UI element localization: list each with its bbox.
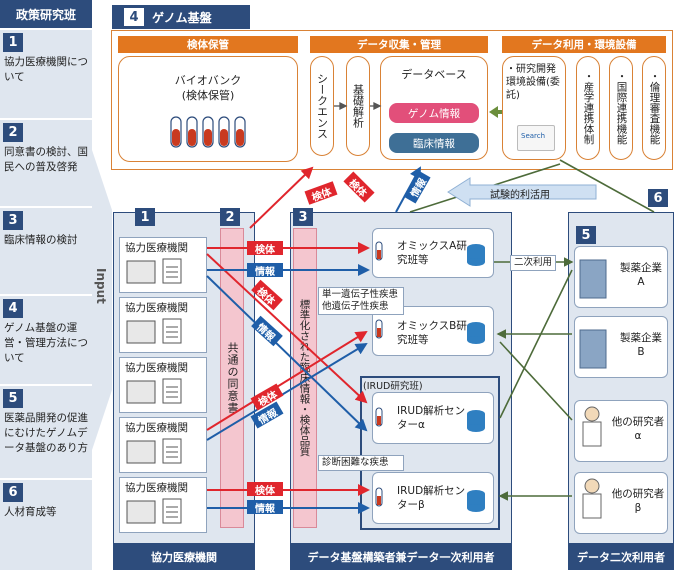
ethics-box: ・倫理審査機能 [642, 56, 666, 160]
biobank-box: バイオバンク (検体保管) [118, 56, 298, 162]
data-collection-header: データ収集・管理 [310, 36, 488, 53]
trial-use-label: 試験的利活用 [490, 190, 550, 201]
left-item-text: 協力医療機関について [4, 56, 88, 83]
left-item-1: 1 協力医療機関について [0, 30, 92, 118]
input-label: Input [94, 268, 108, 304]
left-item-text: 人材育成等 [4, 506, 57, 518]
left-item-num: 6 [3, 483, 23, 502]
specimen-tag: 検体 [247, 241, 283, 256]
left-item-text: 同意書の検討、国民への普及啓発 [4, 146, 88, 173]
left-item-2: 2 同意書の検討、国民への普及啓発 [0, 120, 92, 206]
industry-box: ・産学連携体制 [576, 56, 600, 160]
left-item-num: 5 [3, 389, 23, 408]
irud-label: (IRUD研究班) [363, 381, 423, 392]
institution-icons [126, 258, 182, 524]
database-icons [375, 241, 486, 513]
difficult-disease-note: 診断困難な疾患 [318, 455, 404, 471]
database-label: データベース [401, 68, 467, 81]
sequence-box: シークエンス [310, 56, 334, 156]
intl-box: ・国際連携機能 [609, 56, 633, 160]
database-box: データベース ゲノム情報 臨床情報 [380, 56, 488, 160]
section-num-4: 4 [124, 8, 144, 26]
genome-platform-header: 4 ゲノム基盤 [112, 5, 250, 29]
test-tubes-icon [170, 116, 246, 148]
institution-box: 協力医療機関 [119, 297, 207, 353]
mono-disease-note: 単一遺伝子性疾患他遺伝子性疾患 [318, 287, 404, 315]
biobank-sub: (検体保管) [181, 89, 235, 102]
omics-a-box: オミックスA研究班等 [372, 228, 494, 278]
section-num-1: 1 [135, 208, 155, 226]
specimen-tag: 検体 [247, 482, 283, 497]
genome-info-pill: ゲノム情報 [389, 103, 479, 123]
entity-icons [579, 259, 607, 519]
left-item-num: 2 [3, 123, 23, 142]
section-num-5: 5 [576, 226, 596, 244]
left-item-text: ゲノム基盤の運営・管理方法について [4, 322, 88, 364]
section1-footer: 協力医療機関 [113, 543, 255, 570]
section-num-6: 6 [648, 189, 668, 207]
secondary-use-label: 二次利用 [510, 255, 557, 271]
middle-footer: データ基盤構築者兼データ一次利用者 [290, 543, 512, 570]
clinical-info-pill: 臨床情報 [389, 133, 479, 153]
info-tag: 情報 [247, 263, 283, 278]
left-item-text: 臨床情報の検討 [4, 234, 78, 246]
env-box: ・研究開発環境設備(委託) Search [502, 56, 566, 160]
left-item-5: 5 医薬品開発の促進にむけたゲノムデータ基盤のあり方 [0, 386, 92, 478]
left-panel-title: 政策研究班 [0, 0, 92, 28]
irud-group [360, 376, 500, 530]
left-item-4: 4 ゲノム基盤の運営・管理方法について [0, 296, 92, 384]
env-label: ・研究開発環境設備(委託) [506, 64, 560, 101]
left-item-3: 3 臨床情報の検討 [0, 208, 92, 294]
right-footer: データ二次利用者 [568, 543, 674, 570]
data-use-header: データ利用・環境設備 [502, 36, 666, 53]
search-window-icon: Search [517, 125, 555, 151]
input-funnel [92, 150, 112, 450]
biobank-label: バイオバンク [174, 74, 242, 87]
left-item-6: 6 人材育成等 [0, 480, 92, 570]
section-num-2: 2 [220, 208, 240, 226]
section-num-3: 3 [293, 208, 313, 226]
left-item-num: 3 [3, 211, 23, 230]
info-tag: 情報 [247, 500, 283, 515]
genome-platform-title: ゲノム基盤 [152, 10, 212, 25]
left-item-num: 1 [3, 33, 23, 52]
analysis-box: 基礎解析 [346, 56, 370, 156]
left-item-text: 医薬品開発の促進にむけたゲノムデータ基盤のあり方 [4, 412, 88, 454]
specimen-storage-header: 検体保管 [118, 36, 298, 53]
search-text: Search [521, 132, 546, 140]
left-item-num: 4 [3, 299, 23, 318]
